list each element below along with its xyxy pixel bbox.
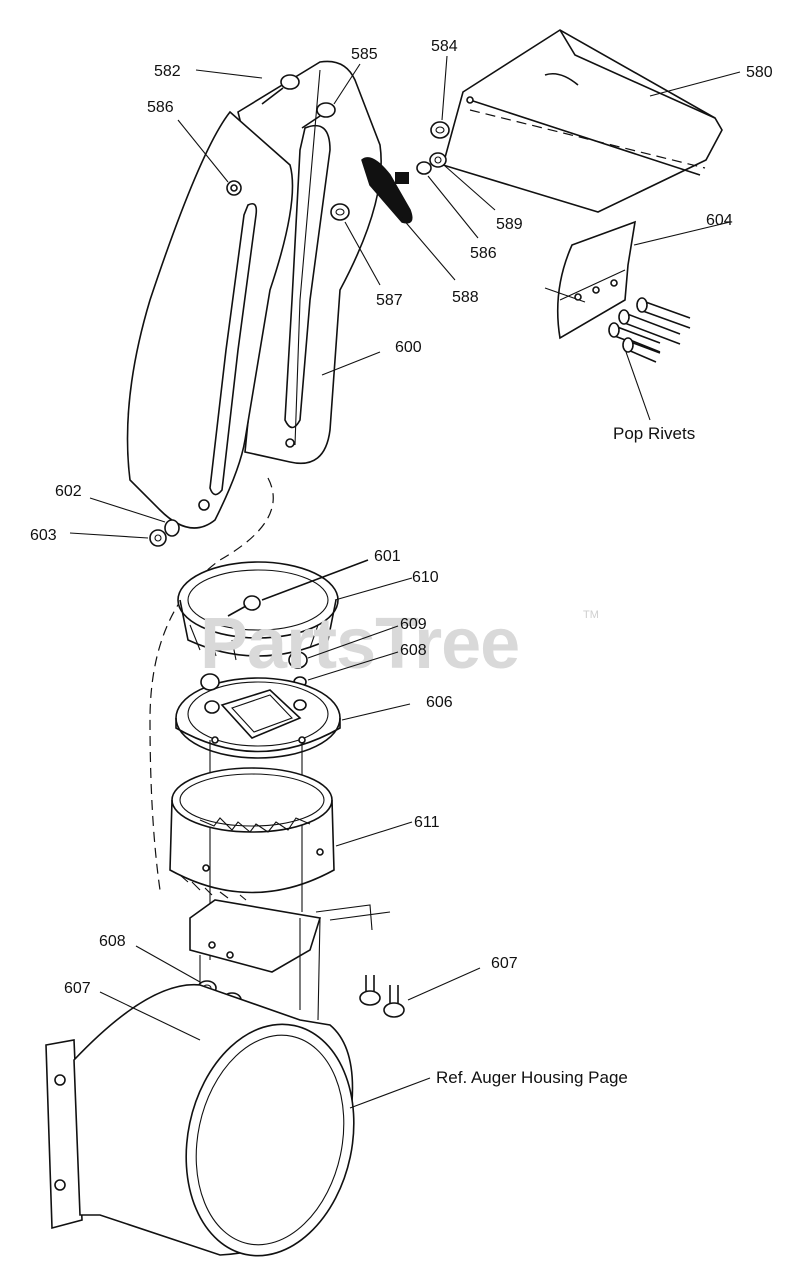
knob-588[interactable] [361,157,413,224]
callout-611: 611 [414,814,440,831]
callout-607: 607 [64,980,91,997]
callout-586: 586 [470,245,497,262]
callout-602: 602 [55,483,82,500]
bolt-601[interactable] [227,595,261,617]
nut-584[interactable] [430,121,450,139]
deflector-580[interactable] [442,29,723,213]
auger-housing-spout[interactable] [45,983,375,1272]
callout-588: 588 [452,289,479,306]
callout-600: 600 [395,339,422,356]
nut-603[interactable] [149,529,167,547]
callout-601: 601 [374,548,401,565]
bottom-plate[interactable] [189,899,391,1021]
callout-584: 584 [431,38,458,55]
callout-586: 586 [147,99,174,116]
hinge-plate-604[interactable] [544,220,637,340]
callout-587: 587 [376,292,403,309]
gear-ring-611[interactable] [169,767,335,901]
callout-582: 582 [154,63,181,80]
callout-pop-rivets: Pop Rivets [613,424,695,443]
callout-604: 604 [706,212,733,229]
callout-585: 585 [351,46,378,63]
callout-589: 589 [496,216,523,233]
chute-600[interactable] [126,60,382,529]
callout-608: 608 [99,933,126,950]
bolt-585[interactable] [301,102,336,129]
washer-602[interactable] [164,519,180,537]
callout-606: 606 [426,694,453,711]
screws-607-right[interactable] [359,975,405,1018]
leader-lines [69,55,741,1109]
washer-589[interactable] [429,152,447,168]
pop-rivets[interactable] [608,297,691,363]
watermark: PartsTree TM [200,604,599,684]
callout-ref-auger-housing: Ref. Auger Housing Page [436,1068,628,1087]
svg-text:TM: TM [583,609,599,621]
callout-608: 608 [400,642,427,659]
callout-603: 603 [30,527,57,544]
callout-labels: 582 585 584 580 586 589 586 604 587 588 … [30,38,773,1087]
nut-609[interactable] [288,651,308,669]
callout-610: 610 [412,569,439,586]
bolt-582[interactable] [261,74,300,105]
callout-607: 607 [491,955,518,972]
callout-580: 580 [746,64,773,81]
washer-586-upper[interactable] [416,161,432,175]
nut-587[interactable] [330,203,350,221]
svg-text:PartsTree: PartsTree [200,604,519,684]
callout-609: 609 [400,616,427,633]
